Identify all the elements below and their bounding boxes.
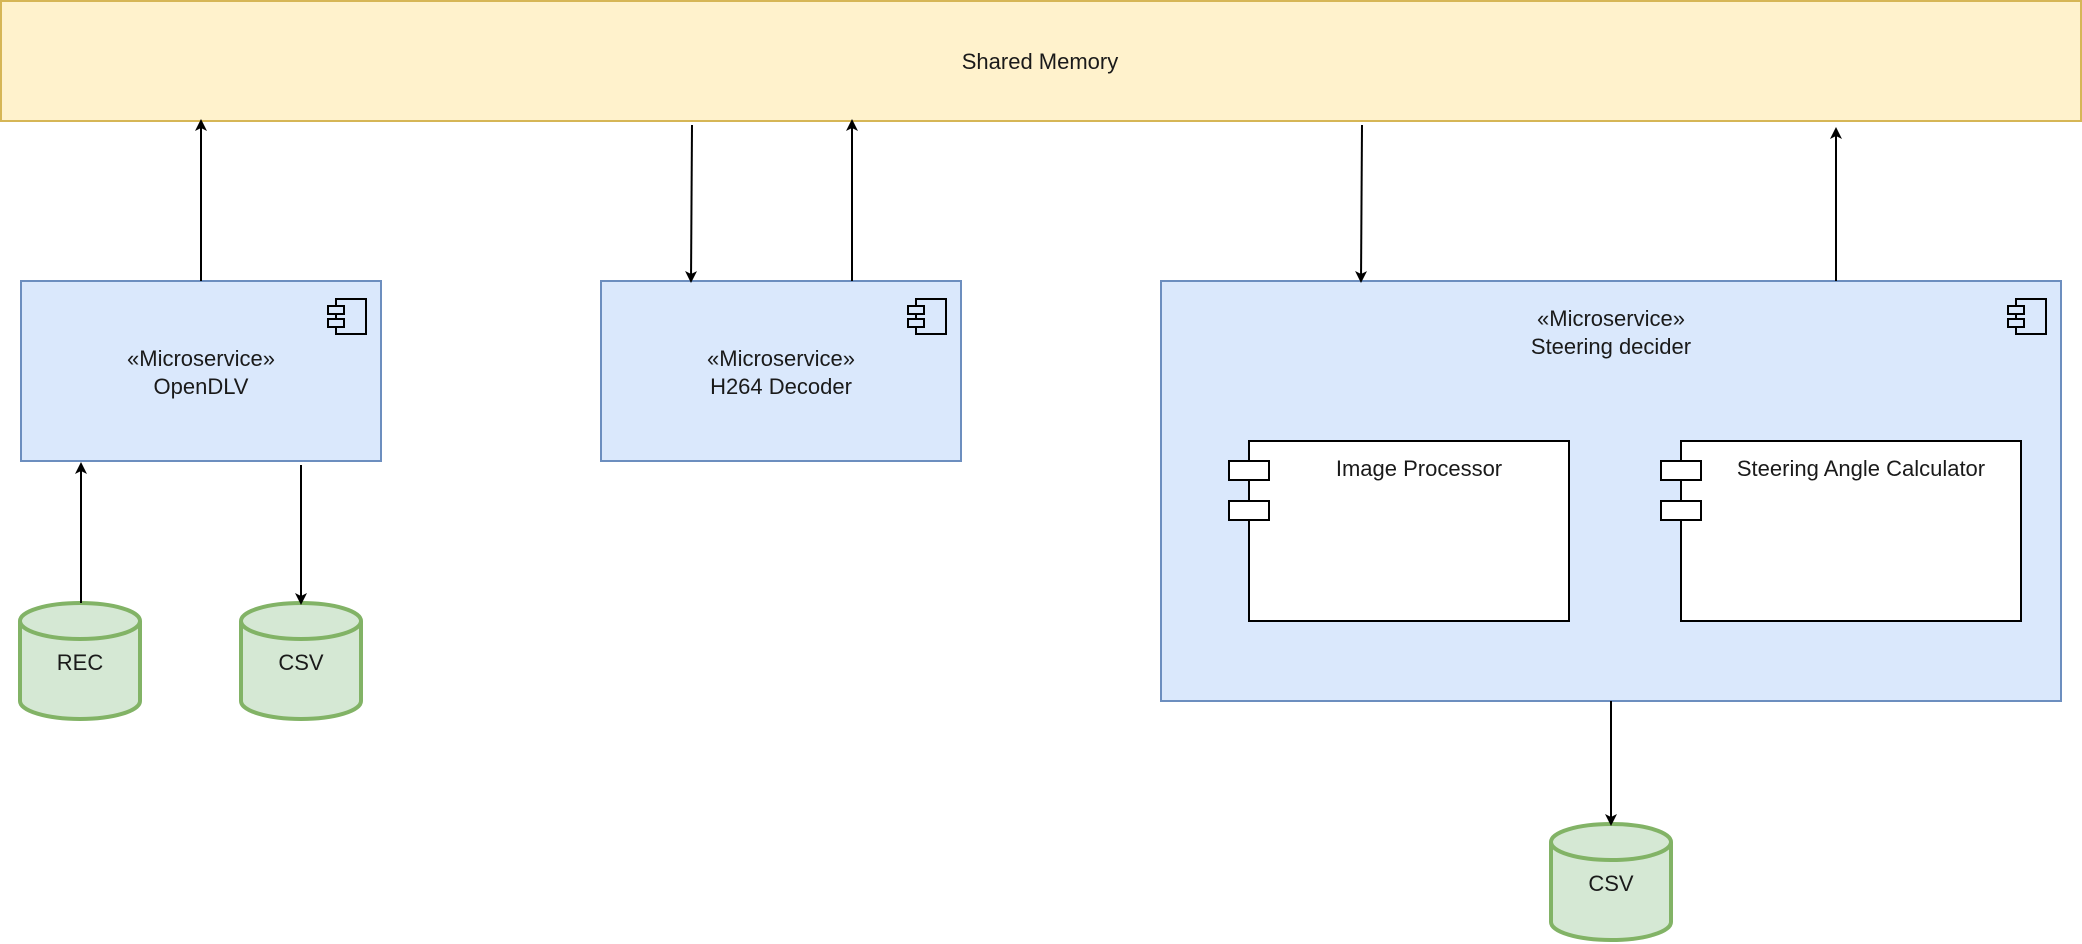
rec-store-label: REC (57, 650, 104, 675)
csv-store-label: CSV (1588, 871, 1634, 896)
connectors (75, 119, 1842, 826)
shared-memory-block: Shared Memory (0, 0, 2082, 122)
image-processor-component: Image Processor (1228, 440, 1570, 622)
csv-store-label: CSV (278, 650, 324, 675)
shared-memory-to-h264-arrow (685, 124, 698, 283)
image-processor-label: Image Processor (1336, 456, 1502, 481)
steering-angle-calculator-component: Steering Angle Calculator (1660, 440, 2022, 622)
opendlv-microservice: «Microservice» OpenDLV (20, 280, 382, 462)
h264-name: H264 Decoder (710, 374, 852, 399)
h264-decoder-microservice: «Microservice» H264 Decoder (600, 280, 962, 462)
opendlv-stereotype: «Microservice» (127, 346, 275, 371)
shared-memory-label: Shared Memory (962, 49, 1119, 74)
steering-name: Steering decider (1531, 334, 1691, 359)
component-icon (2007, 298, 2047, 335)
steering-angle-calculator-label: Steering Angle Calculator (1737, 456, 1985, 481)
shared-memory-to-steering-arrow (1355, 124, 1368, 283)
opendlv-name: OpenDLV (154, 374, 249, 399)
h264-stereotype: «Microservice» (707, 346, 855, 371)
component-icon (907, 298, 947, 335)
csv-store-opendlv: CSV (239, 601, 363, 721)
steering-decider-microservice: «Microservice» Steering decider Image Pr… (1160, 280, 2062, 702)
rec-store: REC (18, 601, 142, 721)
component-icon (327, 298, 367, 335)
csv-store-steering: CSV (1549, 822, 1673, 942)
steering-stereotype: «Microservice» (1537, 306, 1685, 331)
